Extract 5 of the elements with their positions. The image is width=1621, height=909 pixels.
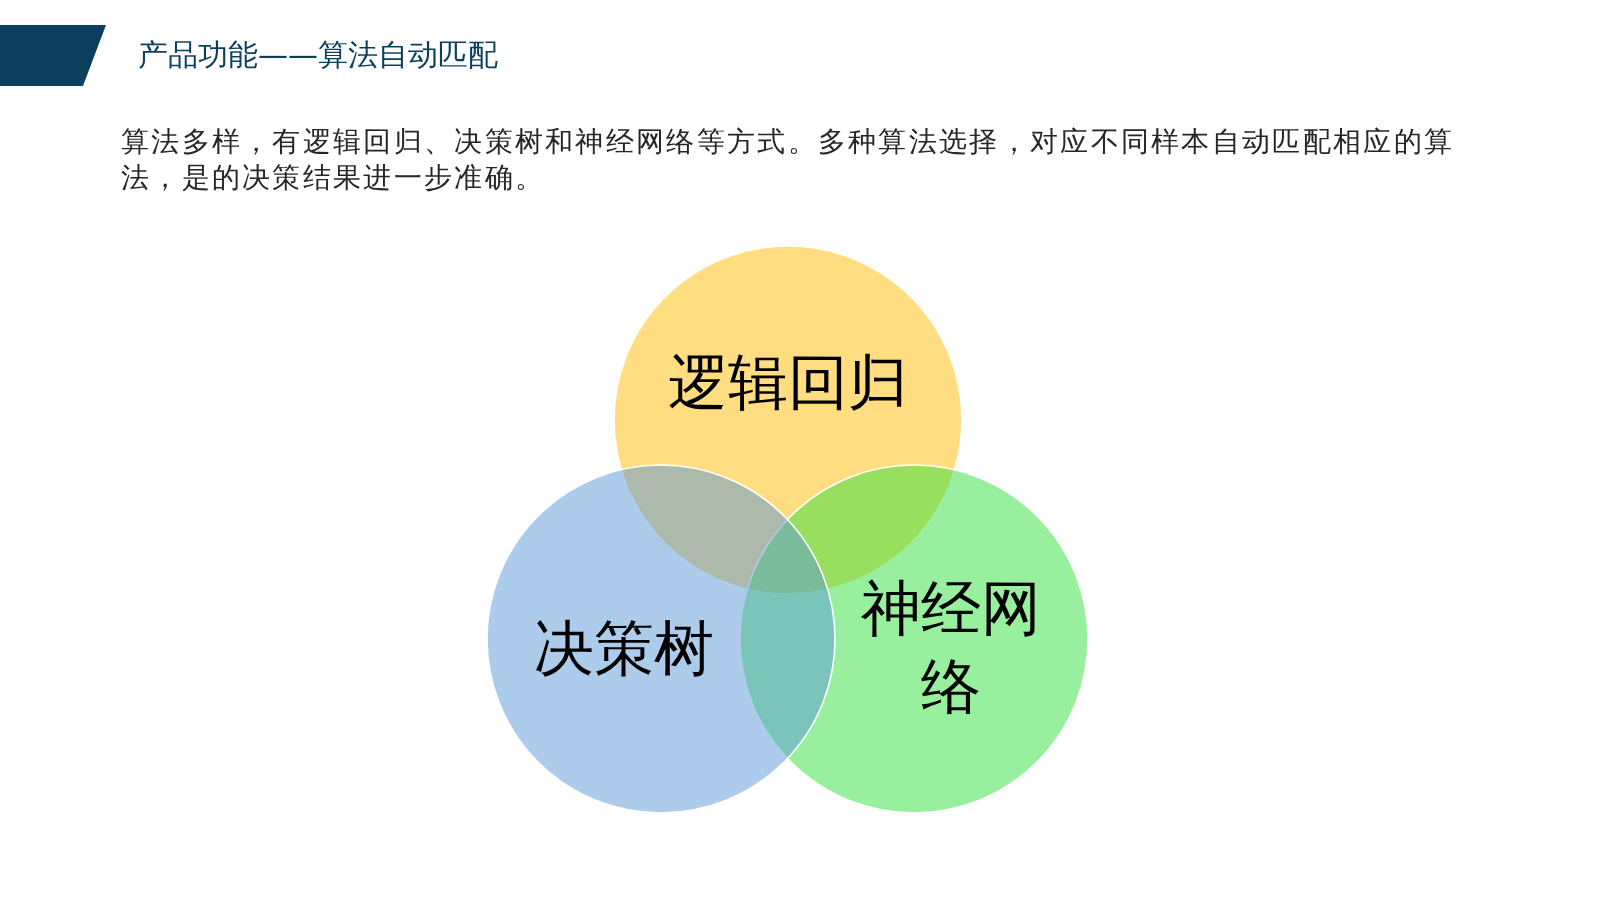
circle-label: 神经网络	[860, 572, 1042, 723]
circle-label: 决策树	[533, 612, 715, 685]
circle-label: 逻辑回归	[667, 346, 909, 419]
slide-title: 产品功能——算法自动匹配	[138, 36, 498, 74]
description-text: 算法多样，有逻辑回归、决策树和神经网络等方式。多种算法选择，对应不同样本自动匹配相应的算法，是的决策结果进一步准确。	[121, 124, 1456, 196]
